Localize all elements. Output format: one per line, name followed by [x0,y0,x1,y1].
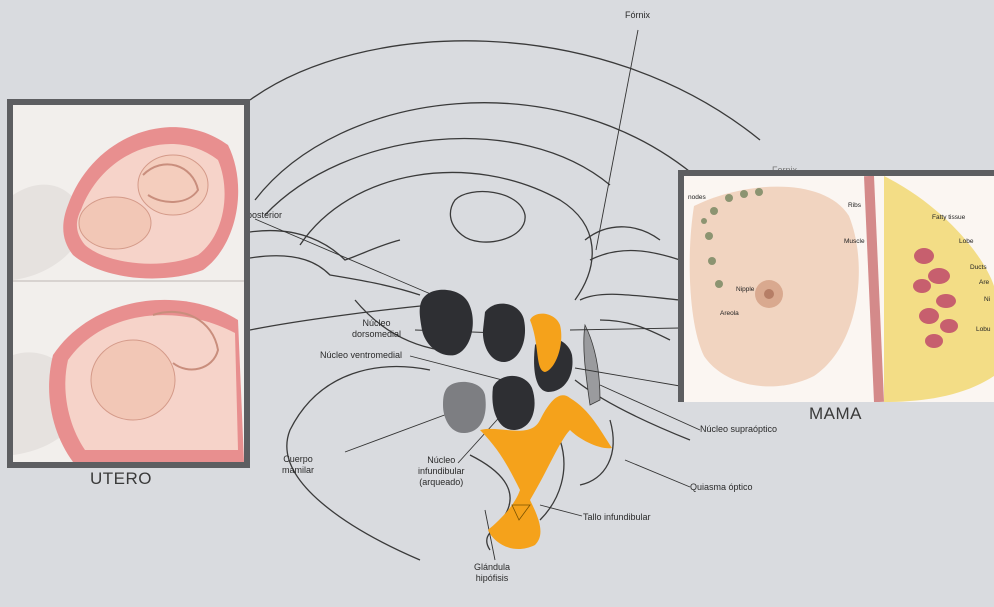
breast-label-ribs: Ribs [848,202,861,209]
label-supraoptico: Núcleo supraóptico [700,424,777,435]
dorsomedial-nucleus-right [483,304,525,362]
caption-mama: MAMA [809,404,862,424]
breast-illustration [684,176,994,402]
label-infundibular: Núcleo infundibular (arqueado) [418,455,465,488]
label-fornix-top: Fórnix [625,10,650,21]
breast-label-nipple: Nipple [736,286,754,293]
label-posterior: posterior [247,210,282,221]
breast-label-ni: Ni [984,296,990,303]
uterus-illustration [13,105,244,462]
caption-utero: UTERO [90,469,152,489]
label-tallo: Tallo infundibular [583,512,651,523]
breast-label-fatty: Fatty tissue [932,214,965,221]
label-cuerpo-mamilar: Cuerpo mamilar [282,454,314,476]
dorsomedial-nucleus-left [420,290,473,356]
breast-label-lobe: Lobe [959,238,973,245]
utero-image-frame [7,99,250,468]
breast-label-areola: Areola [720,310,739,317]
breast-label-are: Are [979,279,989,286]
breast-label-lobu: Lobu [976,326,990,333]
breast-label-nodes: nodes [688,194,706,201]
label-ventromedial: Núcleo ventromedial [320,350,402,361]
mammillary-body [443,382,486,433]
label-quiasma: Quiasma óptico [690,482,753,493]
ventromedial-nucleus [492,376,534,430]
label-dorsomedial: Núcleo dorsomedial [352,318,401,340]
breast-label-muscle: Muscle [844,238,865,245]
label-hipofisis: Glándula hipófisis [474,562,510,584]
breast-label-ducts: Ducts [970,264,987,271]
mama-image-frame: nodes Nipple Areola Ribs Muscle Fatty ti… [678,170,994,402]
